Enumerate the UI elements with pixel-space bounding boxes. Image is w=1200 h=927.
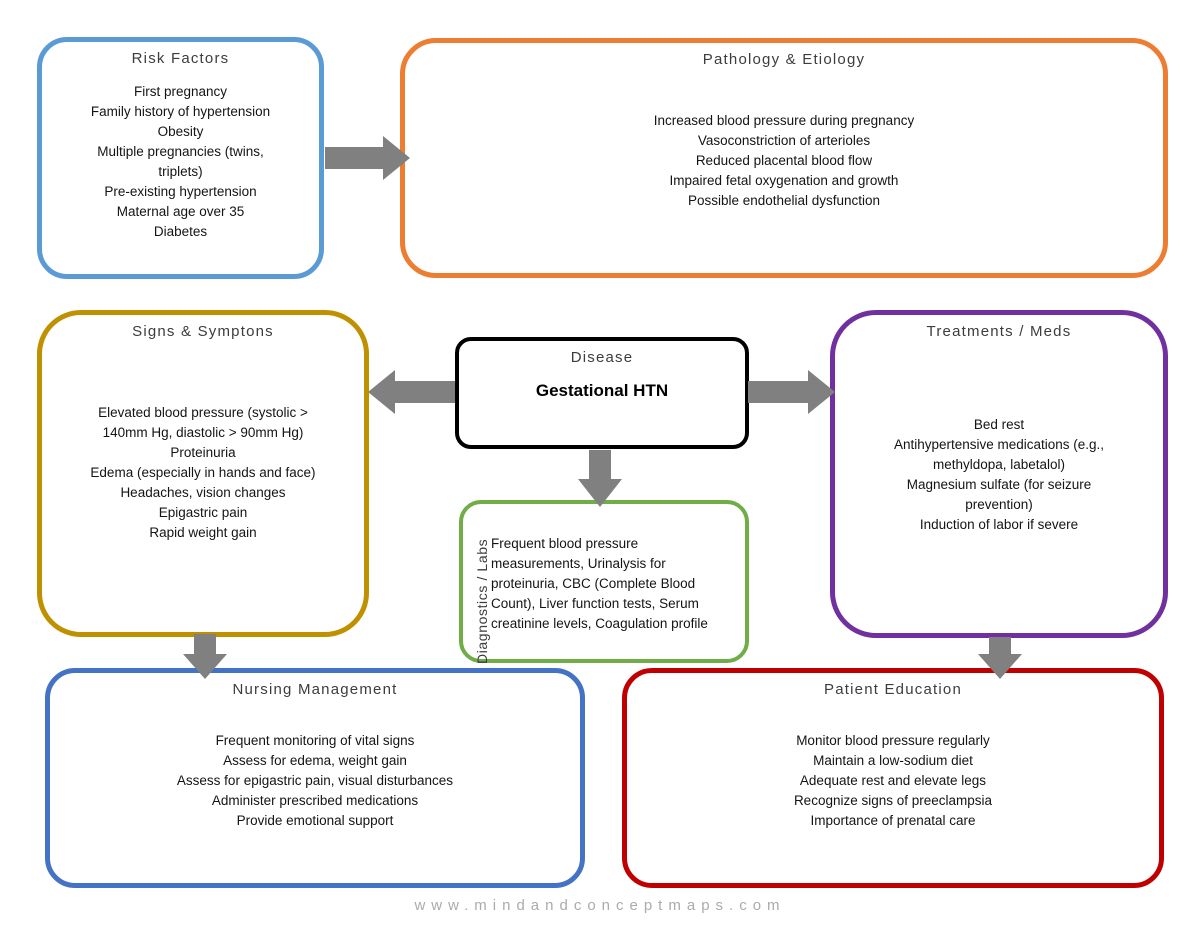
diagnostics-labs-content: Frequent blood pressure measurements, Ur…: [491, 536, 708, 631]
signs-symptoms-content: Elevated blood pressure (systolic > 140m…: [90, 405, 316, 540]
nursing-management-title: Nursing Management: [232, 681, 398, 698]
arrow-body: [394, 381, 455, 403]
arrow-disease-to-signs-icon: [368, 370, 455, 414]
arrow-body: [989, 637, 1011, 655]
arrow-head-right-icon: [383, 136, 410, 180]
patient-education-title: Patient Education: [824, 681, 962, 698]
arrow-signs-to-nursing-icon: [183, 634, 227, 680]
nursing-management-content: Frequent monitoring of vital signs Asses…: [176, 733, 454, 828]
signs-symptoms-box: Signs & Symptons Elevated blood pressure…: [37, 310, 369, 637]
watermark-url: www.mindandconceptmaps.com: [414, 897, 786, 914]
arrow-risk-to-pathology-icon: [325, 136, 410, 180]
arrow-body: [748, 381, 809, 403]
arrow-head-down-icon: [578, 479, 622, 507]
treatments-meds-title: Treatments / Meds: [926, 323, 1072, 340]
arrow-body: [194, 634, 216, 655]
arrow-head-right-icon: [808, 370, 835, 414]
arrow-disease-to-diagnostics-icon: [578, 450, 622, 508]
pathology-etiology-box: Pathology & Etiology Increased blood pre…: [400, 38, 1168, 278]
patient-education-content: Monitor blood pressure regularly Maintai…: [793, 733, 993, 828]
disease-box: Disease Gestational HTN: [455, 337, 749, 449]
pathology-etiology-content: Increased blood pressure during pregnanc…: [653, 113, 915, 208]
risk-factors-title: Risk Factors: [131, 50, 230, 67]
disease-title: Disease: [570, 349, 634, 366]
nursing-management-box: Nursing Management Frequent monitoring o…: [45, 668, 585, 888]
patient-education-box: Patient Education Monitor blood pressure…: [622, 668, 1164, 888]
arrow-head-down-icon: [183, 654, 227, 679]
diagnostics-labs-box: Frequent blood pressure measurements, Ur…: [459, 500, 749, 663]
signs-symptoms-title: Signs & Symptons: [132, 323, 274, 340]
arrow-head-down-icon: [978, 654, 1022, 679]
treatments-meds-box: Treatments / Meds Bed rest Antihypertens…: [830, 310, 1168, 638]
risk-factors-box: Risk Factors First pregnancy Family hist…: [37, 37, 324, 279]
arrow-disease-to-treatments-icon: [748, 370, 835, 414]
treatments-meds-content: Bed rest Antihypertensive medications (e…: [893, 417, 1105, 532]
pathology-etiology-title: Pathology & Etiology: [702, 51, 866, 68]
disease-name: Gestational HTN: [535, 381, 669, 400]
risk-factors-content: First pregnancy Family history of hypert…: [90, 84, 271, 239]
arrow-treatments-to-education-icon: [978, 637, 1022, 680]
arrow-body: [325, 147, 385, 169]
arrow-head-left-icon: [368, 370, 395, 414]
arrow-body: [589, 450, 611, 480]
diagnostics-labs-vertical-title: Diagnostics / Labs: [474, 538, 490, 664]
